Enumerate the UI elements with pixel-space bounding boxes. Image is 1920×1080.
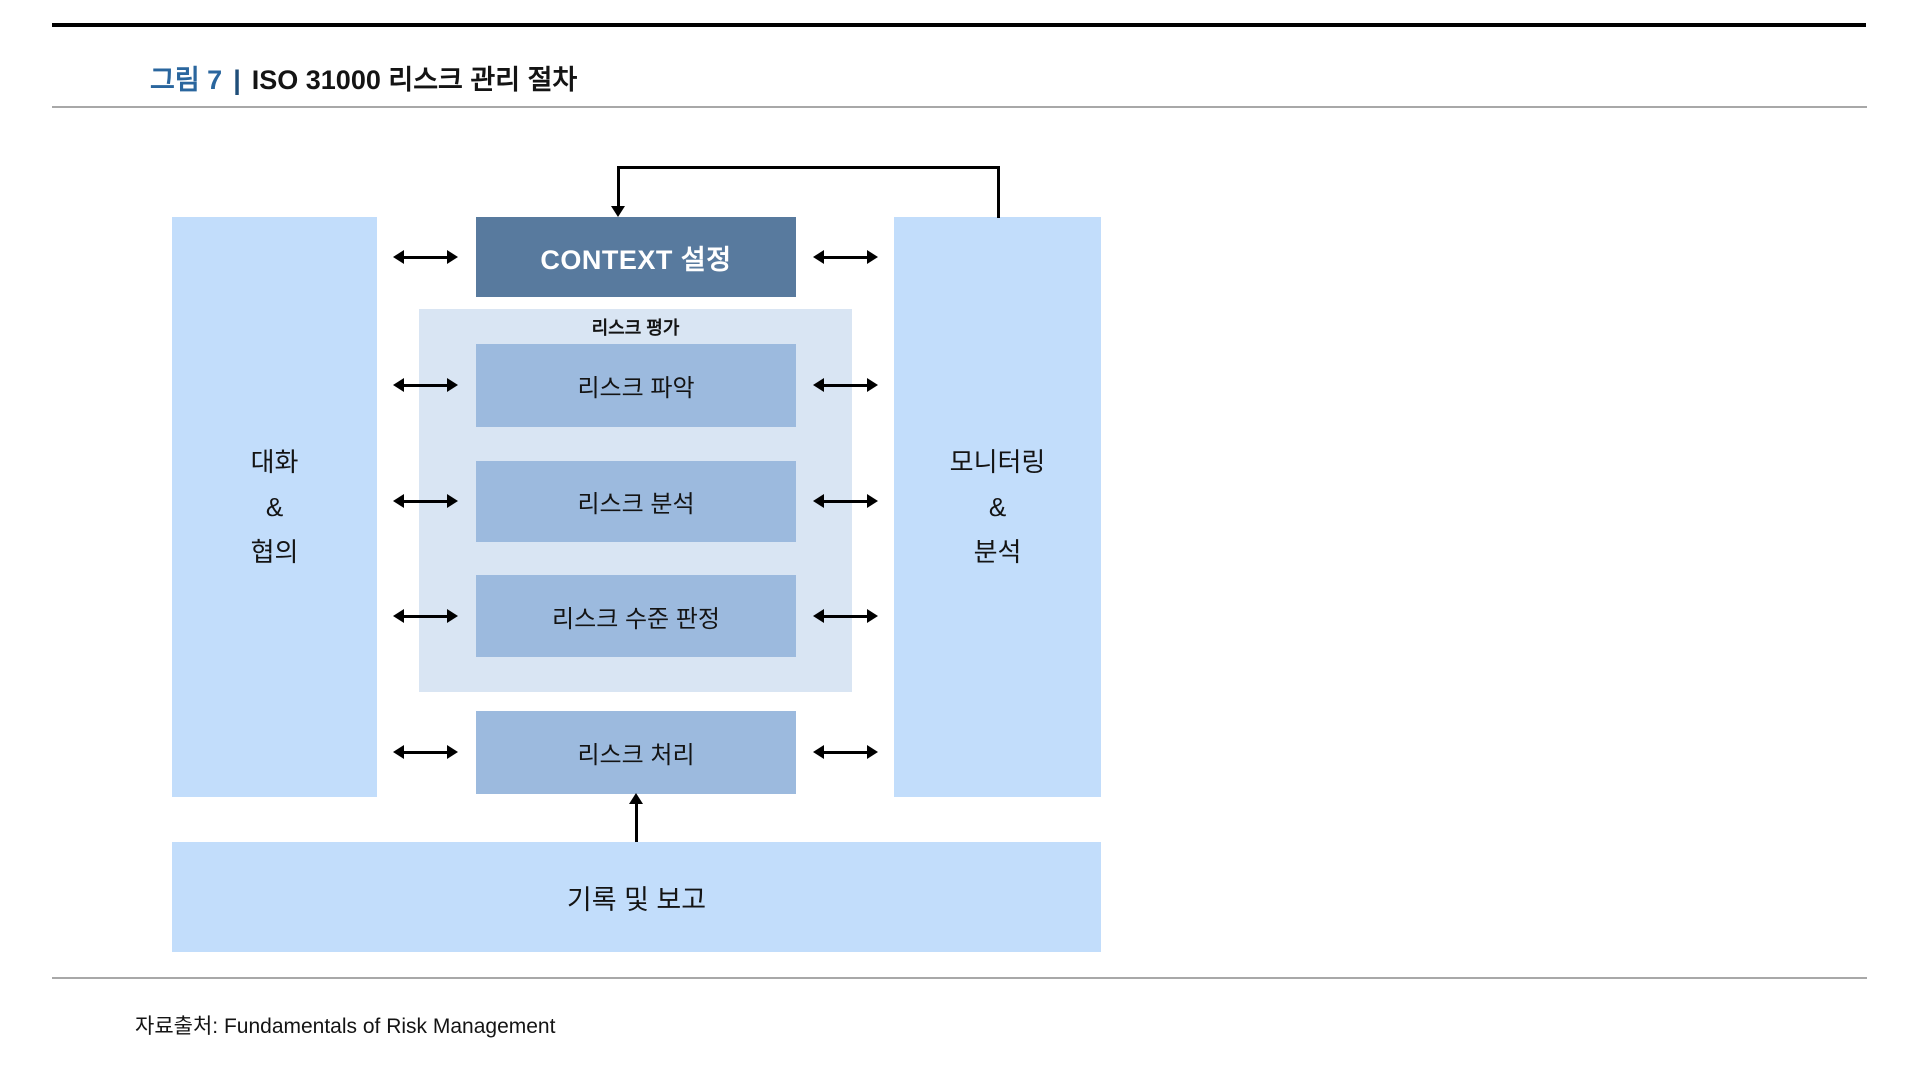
risk-treatment-box: 리스크 처리 (476, 711, 796, 794)
risk-identification-box: 리스크 파악 (476, 344, 796, 427)
top-black-rule (52, 23, 1866, 27)
source-note: 자료출처: Fundamentals of Risk Management (135, 1015, 556, 1038)
risk-identification-label: 리스크 파악 (577, 375, 695, 402)
monitoring-box-ampersand: & (988, 491, 1007, 522)
context-box-label: CONTEXT 설정 (540, 244, 732, 275)
communication-box-ampersand: & (265, 491, 284, 522)
double-arrow-icon (813, 249, 878, 265)
context-box: CONTEXT 설정 (476, 217, 796, 297)
feedback-connector-right-vertical (997, 166, 1000, 218)
figure-header: 그림 7 | ISO 31000 리스크 관리 절차 (150, 58, 577, 97)
double-arrow-icon (813, 744, 878, 760)
record-to-treatment-connector (635, 803, 638, 842)
communication-box-line: 대화 (250, 446, 299, 477)
footer-divider-rule (52, 977, 1867, 979)
double-arrow-icon (813, 493, 878, 509)
double-arrow-icon (393, 493, 458, 509)
communication-consultation-box: 대화 & 협의 (172, 217, 377, 797)
header-divider-rule (52, 106, 1867, 108)
monitoring-box-line: 분석 (973, 536, 1022, 567)
record-report-box: 기록 및 보고 (172, 842, 1101, 952)
risk-treatment-label: 리스크 처리 (577, 742, 695, 769)
feedback-connector-left-vertical (617, 166, 620, 208)
double-arrow-icon (813, 377, 878, 393)
double-arrow-icon (393, 608, 458, 624)
double-arrow-icon (393, 377, 458, 393)
figure-label: 그림 7 (150, 65, 223, 95)
risk-evaluation-label: 리스크 수준 판정 (552, 605, 720, 633)
monitoring-box-line: 모니터링 (949, 446, 1046, 477)
risk-analysis-box: 리스크 분석 (476, 461, 796, 542)
title-separator: | (233, 65, 241, 95)
arrowhead-down-icon (611, 206, 625, 217)
arrowhead-up-icon (629, 793, 643, 804)
figure-title: ISO 31000 리스크 관리 절차 (251, 65, 578, 95)
feedback-connector-horizontal (617, 166, 1000, 169)
double-arrow-icon (393, 249, 458, 265)
monitoring-review-box: 모니터링 & 분석 (894, 217, 1101, 797)
risk-assessment-group-label: 리스크 평가 (591, 318, 680, 338)
double-arrow-icon (393, 744, 458, 760)
record-report-label: 기록 및 보고 (566, 884, 707, 915)
double-arrow-icon (813, 608, 878, 624)
communication-box-line: 협의 (250, 536, 299, 567)
risk-evaluation-box: 리스크 수준 판정 (476, 575, 796, 657)
risk-analysis-label: 리스크 분석 (577, 491, 695, 518)
